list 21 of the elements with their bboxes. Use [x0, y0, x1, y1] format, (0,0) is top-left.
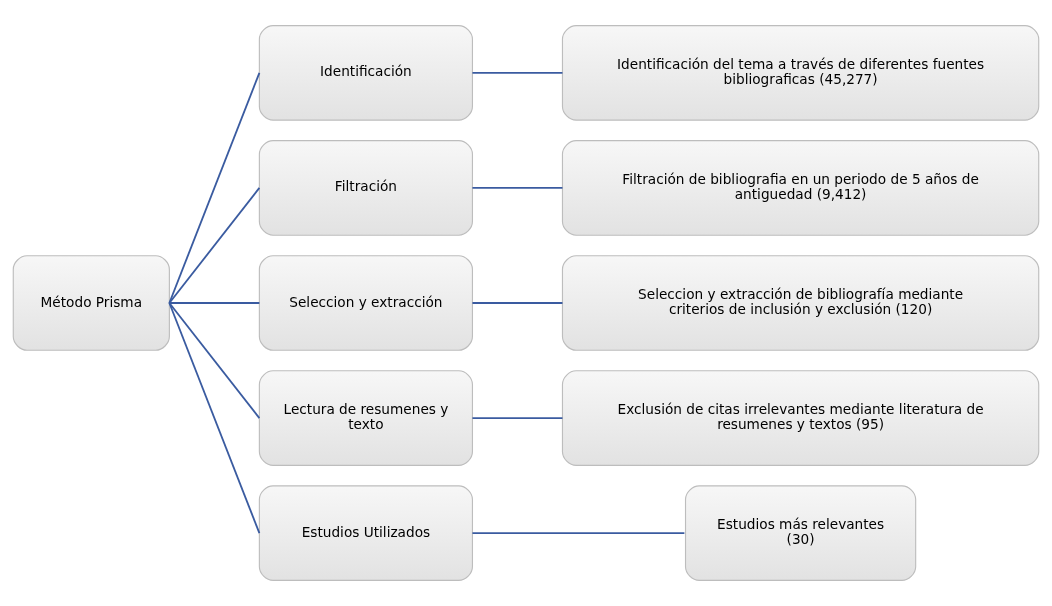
node-box: Seleccion y extracción	[258, 255, 473, 351]
connector	[471, 532, 686, 535]
connector	[168, 302, 261, 535]
node-box: Seleccion y extracción de bibliografía mediante criterios de inclusión y exclusión (120)	[561, 255, 1040, 351]
node-box: Filtración	[258, 140, 473, 236]
node-box: Identificación	[258, 25, 473, 121]
node-box: Identificación del tema a través de diferentes fuentes bibliograficas (45,277)	[561, 25, 1040, 121]
connector	[471, 187, 564, 189]
connector	[168, 302, 261, 304]
connector	[168, 187, 261, 304]
node-box: Lectura de resumenes y texto	[258, 370, 473, 466]
node-box: Método Prisma	[12, 255, 170, 351]
node-box: Estudios más relevantes (30)	[684, 485, 917, 581]
connector	[471, 71, 564, 74]
node-box: Filtración de bibliografia en un periodo de 5 años de antiguedad (9,412)	[561, 140, 1040, 236]
connector	[168, 71, 261, 304]
node-box: Estudios Utilizados	[258, 485, 473, 581]
connector	[168, 302, 261, 419]
connector	[471, 417, 564, 419]
node-box: Exclusión de citas irrelevantes mediante literatura de resumenes y textos (95)	[561, 370, 1040, 466]
connector	[471, 302, 564, 304]
